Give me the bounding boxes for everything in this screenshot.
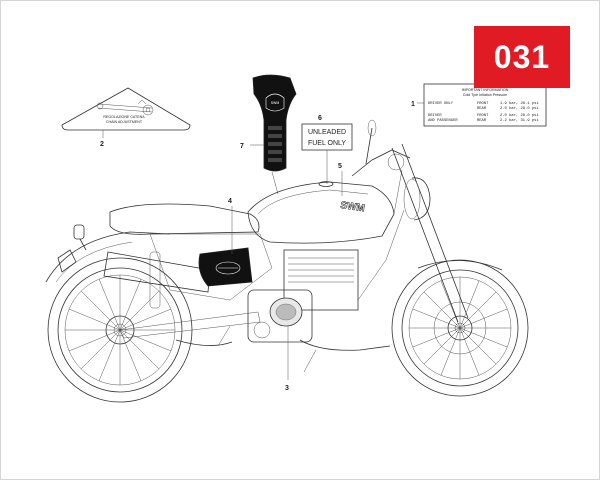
tire-row-4-value: 2.2 bar, 31.9 psi [500, 118, 539, 123]
tire-row-2-value: 2.0 bar, 29.0 psi [500, 106, 539, 111]
tank-brand: SWM [340, 200, 366, 214]
callout-2: 2 [100, 141, 104, 148]
callout-7: 7 [240, 143, 244, 150]
callout-5: 5 [338, 163, 342, 170]
tire-row-1-position: FRONT [477, 102, 489, 106]
tire-row-4-rider: AND PASSENGER [428, 119, 458, 123]
tire-row-3-rider: DRIVER [428, 114, 442, 118]
tire-row-3-value: 2.0 bar, 29.0 psi [500, 113, 539, 118]
tank-pad-decal: SWM [252, 74, 297, 172]
unleaded-fuel-label: UNLEADED FUEL ONLY [301, 123, 353, 151]
chain-adjustment-decal: REGOLAZIONE CATENA CHAIN ADJUSTMENT [61, 87, 191, 131]
page-number-badge: 031 [474, 26, 570, 88]
fuel-label-line1: UNLEADED [308, 129, 346, 136]
tire-row-1-rider: DRIVER ONLY [428, 102, 454, 106]
callout-3: 3 [285, 385, 289, 392]
tire-row-1-value: 1.9 bar, 28.1 psi [500, 101, 539, 106]
tire-label-title: IMPORTANT INFORMATION [462, 88, 509, 92]
svg-text:SWM: SWM [271, 101, 280, 105]
tire-row-2-position: REAR [477, 107, 487, 111]
chain-decal-line1: REGOLAZIONE CATENA [103, 115, 145, 119]
tire-row-4-position: REAR [477, 119, 487, 123]
tire-pressure-label: IMPORTANT INFORMATION Cold Tyre Inflatio… [423, 83, 547, 127]
tire-row-3-position: FRONT [477, 114, 489, 118]
fuel-label-line2: FUEL ONLY [308, 140, 346, 147]
callout-4: 4 [228, 198, 232, 205]
motorcycle-outline: SWM [45, 119, 529, 403]
callout-1: 1 [411, 101, 415, 108]
tire-label-subtitle: Cold Tyre Inflation Pressure [463, 93, 507, 97]
callout-6: 6 [318, 115, 322, 122]
chain-decal-line2: CHAIN ADJUSTMENT [106, 120, 143, 124]
